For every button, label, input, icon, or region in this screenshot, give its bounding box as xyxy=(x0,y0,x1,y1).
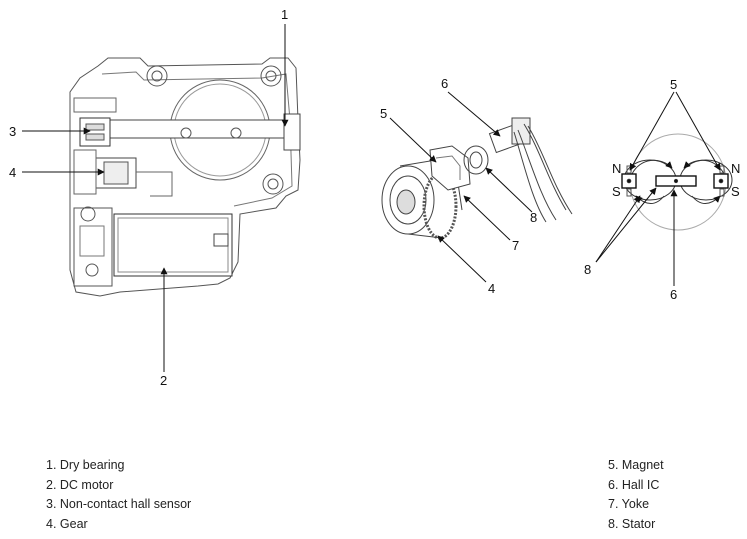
legend-right: 5. Magnet 6. Hall IC 7. Yoke 8. Stator xyxy=(608,456,664,534)
pole-label-n-right: N xyxy=(731,161,740,176)
callout-1: 1 xyxy=(281,7,288,22)
callout-3: 3 xyxy=(9,124,16,139)
legend-item-hall-sensor: 3. Non-contact hall sensor xyxy=(46,497,192,512)
callout-2: 2 xyxy=(160,373,167,388)
legend-item-dry-bearing: 1. Dry bearing xyxy=(46,458,125,472)
callout-5-magnet: 5 xyxy=(380,106,387,121)
callout-6-hall-ic: 6 xyxy=(441,76,448,91)
pole-label-n-left: N xyxy=(612,161,621,176)
callout-7-yoke: 7 xyxy=(512,238,519,253)
legend-item-stator: 8. Stator xyxy=(608,516,656,531)
magnetic-principle-drawing xyxy=(621,133,733,231)
legend-item-dc-motor: 2. DC motor xyxy=(46,477,114,492)
legend-left: 1. Dry bearing 2. DC motor 3. Non-contac… xyxy=(46,456,191,534)
callout-4-gear: 4 xyxy=(488,281,495,296)
legend-item-magnet: 5. Magnet xyxy=(608,458,664,472)
legend-item-hall-ic: 6. Hall IC xyxy=(608,477,660,492)
pole-label-s-left: S xyxy=(612,184,621,199)
gear-sensor-drawing xyxy=(381,117,573,240)
callout-8-principle: 8 xyxy=(584,262,591,277)
legend-item-yoke: 7. Yoke xyxy=(608,497,650,512)
callout-5-principle: 5 xyxy=(670,77,677,92)
callout-4: 4 xyxy=(9,165,16,180)
callout-6-principle: 6 xyxy=(670,287,677,302)
component-diagram: N S N S 1 2 3 4 4 5 6 7 8 5 8 6 xyxy=(9,7,740,388)
throttle-body-drawing xyxy=(69,57,301,297)
pole-label-s-right: S xyxy=(731,184,740,199)
legend-item-gear: 4. Gear xyxy=(46,516,88,531)
callout-8-stator: 8 xyxy=(530,210,537,225)
leader-lines xyxy=(22,24,721,372)
